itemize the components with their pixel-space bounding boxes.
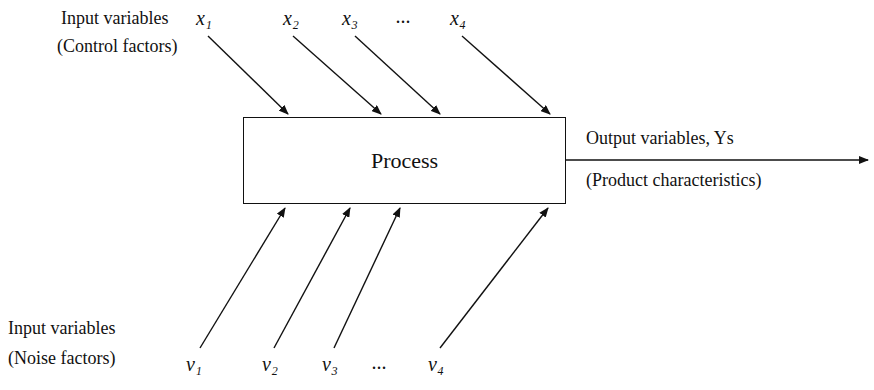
group-heading: Input variables: [61, 8, 168, 30]
control-arrow: [208, 36, 288, 114]
control-variable: x₂: [283, 6, 299, 30]
noise-variable: v₁: [186, 352, 202, 376]
group-subheading: (Noise factors): [8, 348, 115, 370]
noise-arrow: [334, 208, 400, 348]
control-variable: x₄: [450, 6, 466, 30]
ellipsis: ...: [396, 4, 411, 28]
noise-arrow: [200, 208, 285, 348]
output-heading: Output variables, Ys: [586, 128, 734, 150]
group-heading: Input variables: [8, 318, 115, 340]
ellipsis: ...: [372, 350, 387, 374]
noise-arrow: [274, 208, 350, 348]
control-arrow: [355, 36, 440, 114]
noise-variable: v₃: [322, 352, 338, 376]
output-subheading: (Product characteristics): [586, 170, 761, 192]
process-box: Process: [243, 117, 566, 204]
noise-variable: v₄: [428, 352, 444, 376]
noise-variable: v₂: [262, 352, 278, 376]
group-subheading: (Control factors): [57, 36, 177, 58]
process-label: Process: [371, 148, 438, 174]
noise-arrow: [440, 208, 548, 348]
control-variable: x₁: [196, 6, 212, 30]
control-arrow: [462, 36, 550, 114]
output-arrow: [566, 159, 868, 160]
control-variable: x₃: [342, 6, 358, 30]
